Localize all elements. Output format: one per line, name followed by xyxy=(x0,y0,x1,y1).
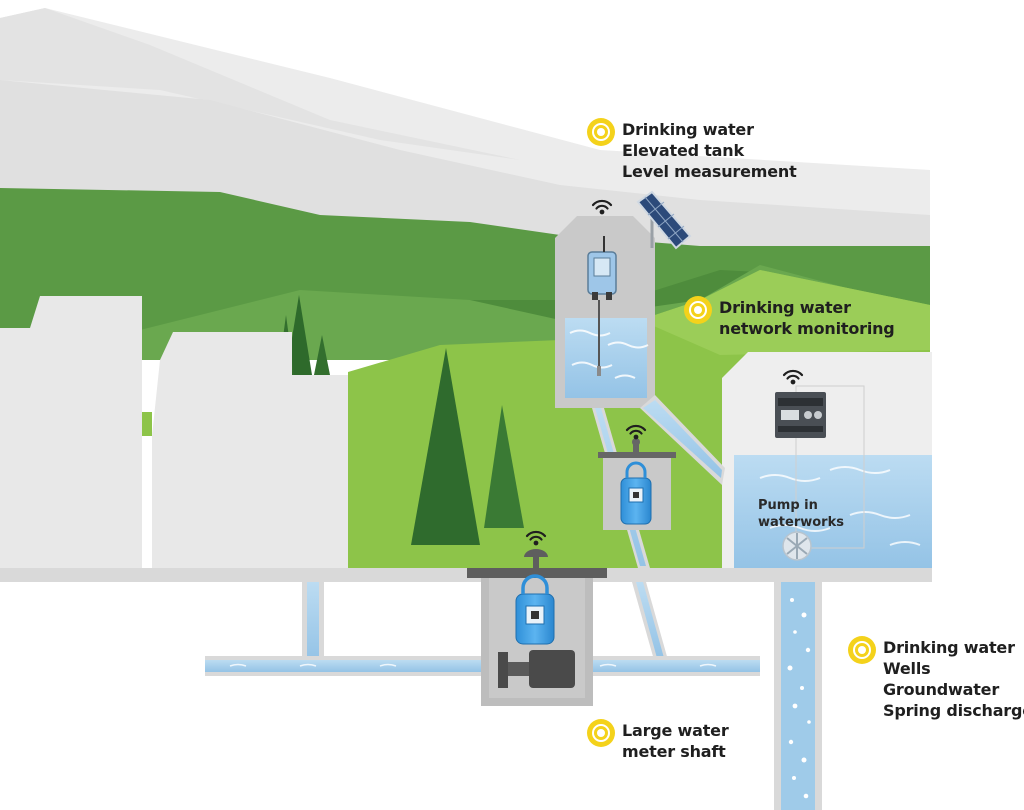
network-monitoring-shaft xyxy=(598,438,676,530)
elevated-tank xyxy=(555,216,655,408)
meadow-light xyxy=(640,270,930,355)
buildings xyxy=(0,296,348,570)
callout-line: Spring discharge xyxy=(883,701,1024,720)
wifi-icon xyxy=(525,199,804,546)
pump-label-line: waterworks xyxy=(758,515,844,530)
callout-line: meter shaft xyxy=(622,742,726,761)
well-shaft xyxy=(774,582,822,810)
callout-line: Drinking water xyxy=(883,638,1015,657)
target-icon xyxy=(587,719,615,747)
waterworks-building xyxy=(722,352,932,568)
callout-line: Drinking water xyxy=(622,120,754,139)
logger-icon xyxy=(515,574,555,645)
callout-meter-shaft: Large water meter shaft xyxy=(587,719,729,762)
data-logger-device xyxy=(775,392,826,438)
pump-label-line: Pump in xyxy=(758,498,818,513)
pump-label: Pump in waterworks xyxy=(758,497,844,531)
logger-icon xyxy=(620,461,652,525)
ground-surface xyxy=(0,568,932,582)
target-icon xyxy=(684,296,712,324)
callout-elevated-tank: Drinking water Elevated tank Level measu… xyxy=(587,118,797,182)
callout-line: Elevated tank xyxy=(622,141,744,160)
target-icon xyxy=(587,118,615,146)
callout-line: Large water xyxy=(622,721,729,740)
target-icon xyxy=(848,636,876,664)
callout-line: Wells xyxy=(883,659,931,678)
callout-line: Level measurement xyxy=(622,162,797,181)
solar-panel xyxy=(636,190,692,250)
callout-line: network monitoring xyxy=(719,319,895,338)
callout-line: Drinking water xyxy=(719,298,851,317)
large-water-meter-shaft xyxy=(467,549,607,706)
callout-network-monitoring: Drinking water network monitoring xyxy=(684,296,895,339)
pump-impeller-icon xyxy=(782,531,812,561)
callout-wells: Drinking water Wells Groundwater Spring … xyxy=(848,636,1024,721)
callout-line: Groundwater xyxy=(883,680,1000,699)
